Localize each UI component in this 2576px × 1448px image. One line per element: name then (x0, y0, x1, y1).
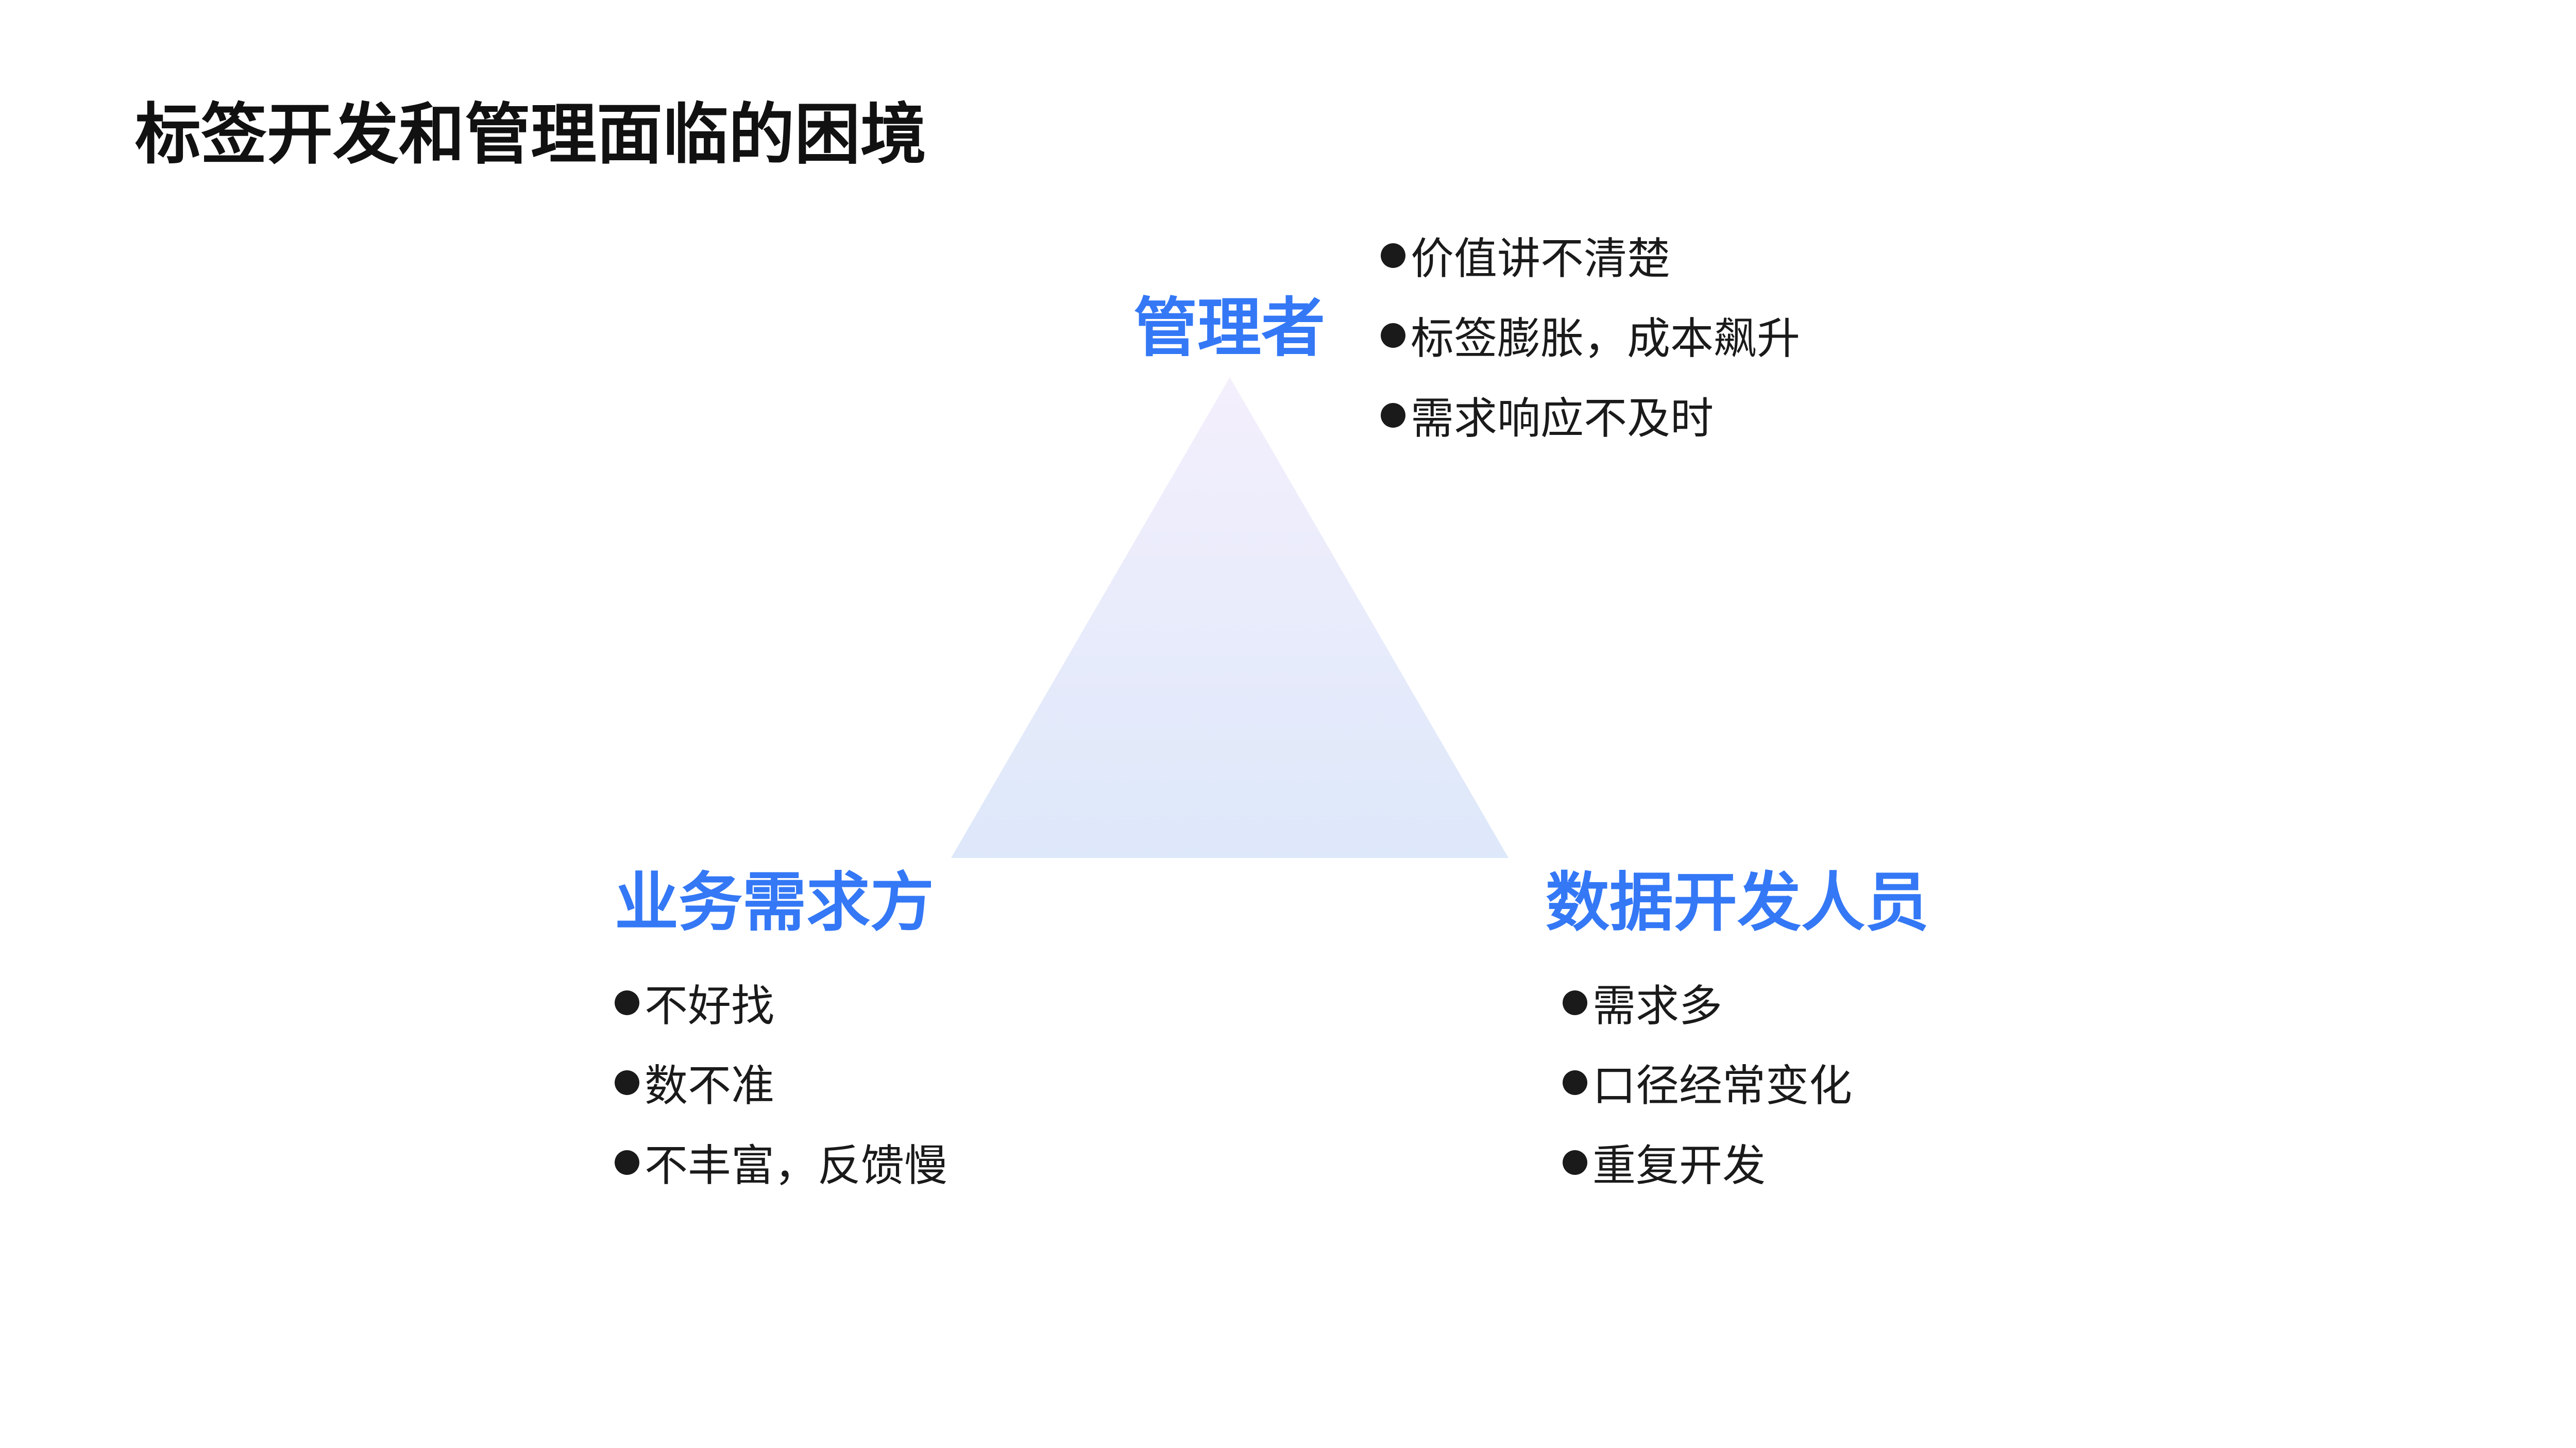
bullet-icon (1563, 1150, 1587, 1175)
bullet-icon (1381, 243, 1405, 268)
manager-points: 价值讲不清楚 标签膨胀，成本飙升 需求响应不及时 (1381, 215, 1800, 455)
bullet-icon (1381, 323, 1405, 348)
business-points: 不好找 数不准 不丰富，反馈慢 (615, 963, 947, 1202)
bullet-icon (1563, 990, 1587, 1015)
triangle (951, 377, 1509, 858)
list-item: 需求响应不及时 (1381, 375, 1800, 455)
list-item: 标签膨胀，成本飙升 (1381, 295, 1800, 375)
list-item: 口径经常变化 (1563, 1042, 1852, 1122)
role-developer-label: 数据开发人员 (1546, 866, 1929, 940)
bullet-icon (615, 1070, 639, 1095)
list-item: 重复开发 (1563, 1122, 1852, 1202)
developer-points: 需求多 口径经常变化 重复开发 (1563, 963, 1852, 1202)
bullet-icon (615, 990, 639, 1015)
page-title: 标签开发和管理面临的困境 (135, 96, 927, 173)
bullet-icon (1563, 1070, 1587, 1095)
list-item: 价值讲不清楚 (1381, 215, 1800, 295)
bullet-icon (1381, 402, 1405, 428)
list-item: 数不准 (615, 1042, 947, 1122)
role-business-label: 业务需求方 (615, 866, 935, 940)
list-item: 不好找 (615, 963, 947, 1042)
role-manager-label: 管理者 (1133, 291, 1326, 365)
bullet-icon (615, 1150, 639, 1175)
list-item: 需求多 (1563, 963, 1852, 1042)
list-item: 不丰富，反馈慢 (615, 1122, 947, 1202)
